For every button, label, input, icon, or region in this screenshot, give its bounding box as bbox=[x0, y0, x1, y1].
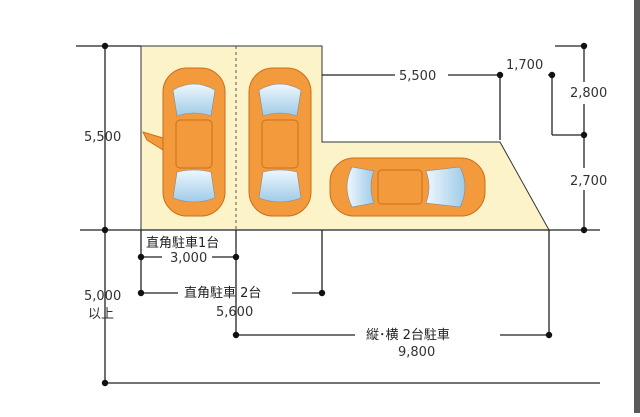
dimension-lines bbox=[76, 45, 600, 384]
dim-double-stall-width: 5,600 bbox=[216, 305, 253, 320]
dim-right-top-width: 1,700 bbox=[506, 58, 543, 73]
label-single-stall: 直角駐車1台 bbox=[146, 236, 219, 251]
dim-combined-width: 9,800 bbox=[398, 345, 435, 360]
label-double-stall: 直角駐車 2台 bbox=[184, 286, 261, 301]
dim-aisle-width-line1: 5,000 bbox=[84, 289, 121, 304]
dim-right-top-length: 5,500 bbox=[399, 69, 436, 84]
label-combined: 縦･横 2台駐車 bbox=[366, 328, 450, 343]
dim-single-stall-width: 3,000 bbox=[170, 251, 207, 266]
car-middle bbox=[248, 67, 312, 217]
car-right bbox=[329, 157, 486, 217]
dim-top-total-depth: 5,500 bbox=[84, 130, 121, 145]
dim-right-upper-height: 2,800 bbox=[570, 86, 607, 101]
dimension-dots bbox=[101, 42, 588, 387]
dim-aisle-width-line2: 以上 bbox=[88, 307, 114, 322]
car-left bbox=[142, 67, 226, 217]
dim-right-lower-height: 2,700 bbox=[570, 174, 607, 189]
